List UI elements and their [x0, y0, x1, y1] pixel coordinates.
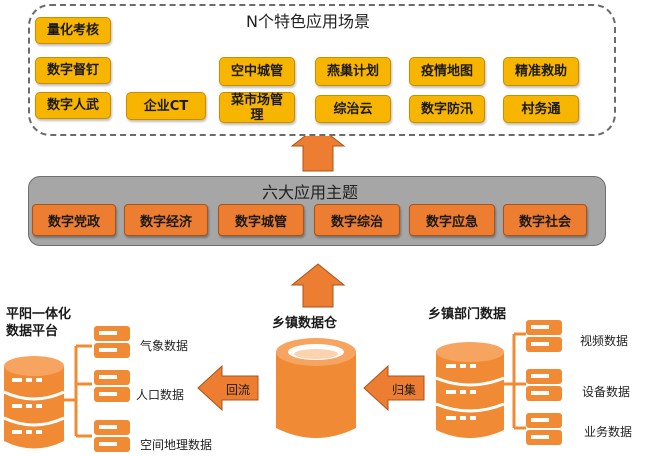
scenario-item-enterprise-ct[interactable]: 企业CT [126, 92, 206, 120]
warehouse-title: 乡镇数据仓 [272, 316, 338, 331]
backflow-label: 回流 [226, 383, 251, 397]
department-item-business: 业务数据 [584, 425, 633, 439]
department-item-device: 设备数据 [582, 385, 631, 399]
theme-title: 六大应用主题 [262, 183, 359, 202]
warehouse-cylinder-icon [276, 338, 356, 438]
theme-item-digital-economy[interactable]: 数字经济 [124, 204, 208, 236]
scenario-item-digital-supervision[interactable]: 数字督钉 [35, 57, 111, 84]
platform-title-line1: 平阳一体化 [6, 307, 72, 322]
backflow-arrow [197, 364, 259, 412]
up-arrow-middle [290, 263, 346, 308]
platform-item-weather: 气象数据 [140, 339, 189, 353]
scenario-item-epidemic-map[interactable]: 疫情地图 [409, 57, 485, 86]
up-arrow-top [290, 125, 346, 172]
scenario-item-digital-armed-forces[interactable]: 数字人武 [35, 92, 111, 119]
scenario-item-swallow-nest-plan[interactable]: 燕巢计划 [315, 57, 391, 86]
department-title: 乡镇部门数据 [428, 307, 507, 322]
theme-item-digital-emergency[interactable]: 数字应急 [409, 204, 495, 236]
department-database-icon [435, 342, 505, 438]
scenario-item-village-affairs[interactable]: 村务通 [503, 95, 579, 123]
scenario-item-comprehensive-cloud[interactable]: 综治云 [315, 95, 391, 123]
scenario-title: N个特色应用场景 [246, 12, 370, 31]
platform-server-icons [94, 326, 130, 452]
platform-database-icon [3, 356, 65, 449]
scenario-item-quantified-assessment[interactable]: 量化考核 [35, 17, 111, 44]
scenario-item-digital-flood-control[interactable]: 数字防汛 [409, 95, 485, 123]
theme-item-digital-party-government[interactable]: 数字党政 [32, 204, 116, 236]
collect-label: 归集 [392, 383, 417, 397]
platform-item-geospatial: 空间地理数据 [140, 438, 213, 452]
scenario-item-aerial-city-management[interactable]: 空中城管 [219, 57, 295, 86]
theme-item-digital-society[interactable]: 数字社会 [503, 204, 587, 236]
platform-item-population: 人口数据 [136, 388, 185, 402]
theme-item-digital-city-management[interactable]: 数字城管 [218, 204, 304, 236]
scenario-item-precision-assistance[interactable]: 精准救助 [503, 57, 579, 86]
collect-arrow [363, 364, 425, 412]
theme-item-digital-comprehensive-governance[interactable]: 数字综治 [314, 204, 400, 236]
scenario-item-market-management[interactable]: 菜市场管理 [219, 92, 295, 123]
department-item-video: 视频数据 [580, 334, 629, 348]
department-bracket [504, 332, 526, 430]
platform-title-line2: 数据平台 [6, 324, 59, 339]
platform-bracket [64, 344, 92, 438]
department-server-icons [526, 320, 562, 445]
